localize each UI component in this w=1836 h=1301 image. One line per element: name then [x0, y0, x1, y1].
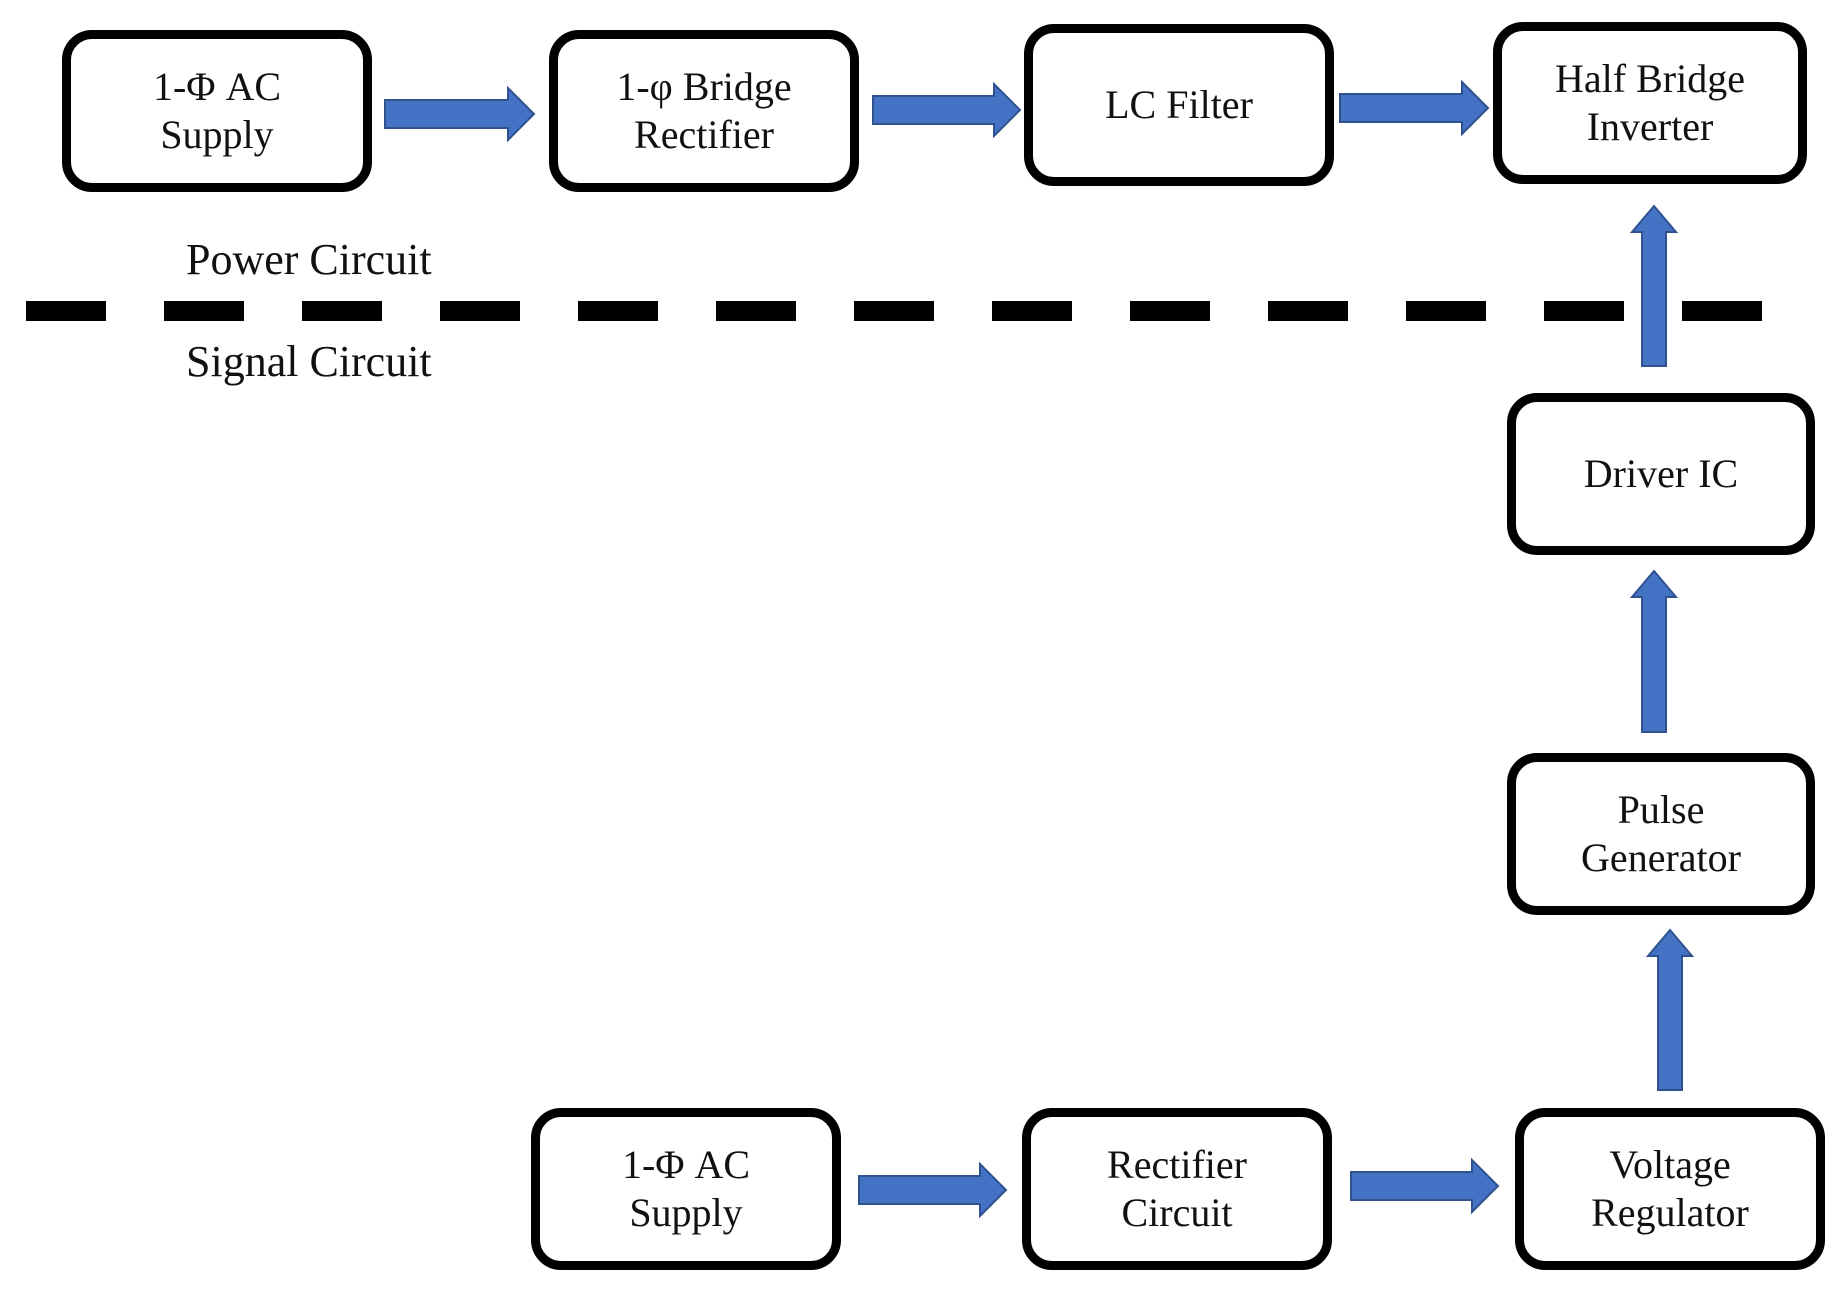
bridge-rectifier-block: 1-φ Bridge Rectifier [549, 30, 859, 192]
power-ac-supply-block: 1-Φ AC Supply [62, 30, 372, 192]
arrow-signal-ac-supply-to-rectifier-circuit [858, 1161, 1008, 1219]
lc-filter-block: LC Filter [1024, 24, 1334, 186]
voltage-regulator-line1: Voltage [1609, 1142, 1731, 1187]
lc-filter-line1: LC Filter [1105, 82, 1253, 127]
flow-arrows [384, 79, 1695, 1219]
driver-ic-line1: Driver IC [1583, 451, 1739, 496]
signal-ac-supply-line1: 1-Φ AC [621, 1142, 751, 1187]
signal-circuit-label: Signal Circuit [186, 337, 432, 386]
power-ac-supply-line1: 1-Φ AC [152, 64, 282, 109]
half-bridge-inverter-line1: Half Bridge [1555, 56, 1745, 101]
half-bridge-inverter-line2: Inverter [1586, 104, 1714, 149]
rectifier-circuit-block: Rectifier Circuit [1022, 1108, 1332, 1270]
pulse-generator-line1: Pulse [1617, 787, 1705, 832]
arrow-ac-supply-to-bridge-rectifier [384, 85, 536, 143]
voltage-regulator-line2: Regulator [1591, 1190, 1749, 1235]
bridge-rectifier-line2: Rectifier [634, 112, 774, 157]
power-circuit-label: Power Circuit [186, 235, 432, 284]
rectifier-circuit-line1: Rectifier [1107, 1142, 1247, 1187]
arrow-lc-filter-to-half-bridge-inverter [1339, 79, 1490, 137]
signal-ac-supply-block: 1-Φ AC Supply [531, 1108, 841, 1270]
signal-ac-supply-line2: Supply [629, 1190, 743, 1235]
arrow-pulse-generator-to-driver-ic [1629, 569, 1679, 733]
arrow-rectifier-circuit-to-voltage-regulator [1350, 1157, 1500, 1215]
half-bridge-inverter-block: Half Bridge Inverter [1493, 22, 1807, 184]
driver-ic-block: Driver IC [1507, 393, 1815, 555]
rectifier-circuit-line2: Circuit [1121, 1190, 1233, 1235]
voltage-regulator-block: Voltage Regulator [1515, 1108, 1825, 1270]
arrow-voltage-regulator-to-pulse-generator [1645, 928, 1695, 1091]
pulse-generator-block: Pulse Generator [1507, 753, 1815, 915]
pulse-generator-line2: Generator [1581, 835, 1741, 880]
arrow-driver-ic-to-half-bridge-inverter [1629, 204, 1679, 367]
power-ac-supply-line2: Supply [160, 112, 274, 157]
arrow-bridge-rectifier-to-lc-filter [872, 81, 1022, 139]
bridge-rectifier-line1: 1-φ Bridge [616, 64, 792, 109]
